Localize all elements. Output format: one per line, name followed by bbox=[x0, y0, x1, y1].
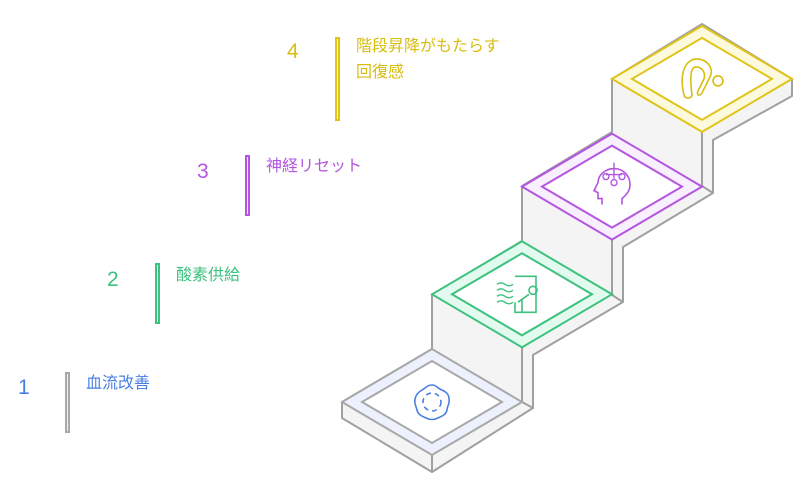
step-1 bbox=[340, 347, 524, 457]
step-text: 血流改善 bbox=[86, 373, 151, 392]
step-number: 4 bbox=[287, 40, 299, 63]
step-2 bbox=[430, 240, 614, 349]
step-top-inner bbox=[540, 144, 684, 229]
step-text: 酸素供給 bbox=[176, 265, 241, 284]
breathing-wind-icon bbox=[496, 275, 538, 314]
riser-edges bbox=[431, 132, 714, 472]
step-top-inner bbox=[360, 359, 504, 445]
step-bar bbox=[335, 37, 340, 121]
brain-head-icon bbox=[592, 162, 631, 205]
blood-flow-icon bbox=[413, 384, 450, 421]
step-text: 神経リセット bbox=[266, 156, 363, 175]
step-bar bbox=[245, 155, 250, 216]
step-number: 2 bbox=[107, 268, 119, 291]
step-bar bbox=[155, 263, 160, 324]
step-bar bbox=[65, 372, 70, 433]
step-top-inner bbox=[630, 36, 774, 122]
step-top-inner bbox=[450, 252, 594, 337]
bending-person-icon bbox=[681, 58, 724, 99]
step-4 bbox=[610, 24, 794, 134]
step-3 bbox=[520, 132, 704, 241]
step-number: 3 bbox=[197, 160, 209, 183]
step-text: 階段昇降がもたらす 回復感 bbox=[356, 36, 500, 81]
step-number: 1 bbox=[18, 376, 30, 399]
